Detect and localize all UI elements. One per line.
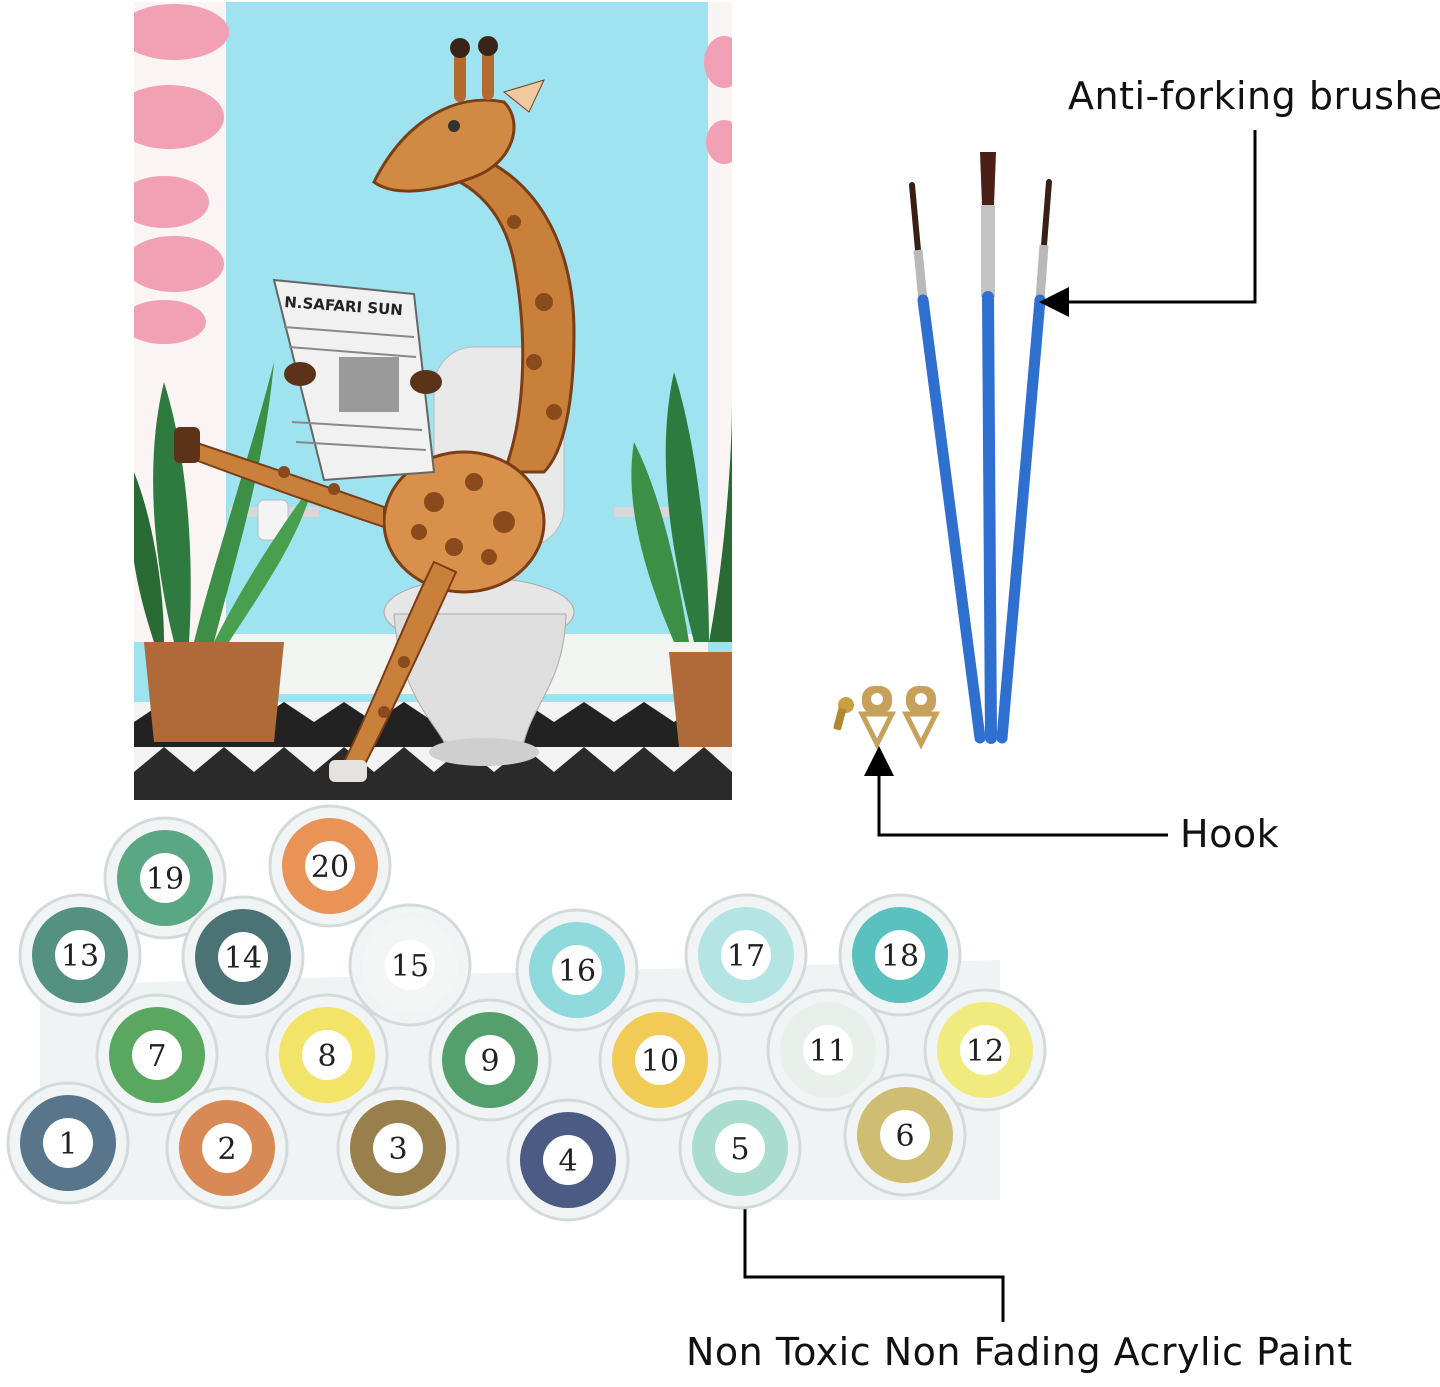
pot-number-sticker — [543, 1135, 593, 1185]
hook-label: Hook — [1180, 812, 1280, 856]
giraffe — [174, 36, 576, 782]
pot-number: 4 — [558, 1144, 577, 1179]
brushes-label: Anti-forking brushes — [1068, 74, 1440, 118]
giraffe-painting: N.SAFARI SUN — [134, 2, 732, 800]
hook-icon — [857, 686, 897, 750]
pot-number-sticker — [385, 940, 435, 990]
pot-number-sticker — [373, 1123, 423, 1173]
paint-pot-9: 9 — [428, 998, 552, 1122]
paint-pot-5: 5 — [678, 1086, 802, 1210]
newspaper: N.SAFARI SUN — [272, 278, 442, 482]
hook-icon — [901, 686, 941, 750]
pot-number: 12 — [966, 1034, 1004, 1069]
pot-number-sticker — [875, 930, 925, 980]
pot-number: 16 — [558, 954, 596, 989]
pink-leaf-pattern — [134, 4, 732, 344]
pot-number-sticker — [132, 1030, 182, 1080]
pot-number-sticker — [960, 1025, 1010, 1075]
brush-tip — [1041, 179, 1052, 248]
pot-number-sticker — [302, 1030, 352, 1080]
paint-label: Non Toxic Non Fading Acrylic Paint — [686, 1330, 1353, 1374]
paint-pot-7: 7 — [95, 993, 219, 1117]
paint-pot-15: 15 — [348, 903, 472, 1027]
pot-number: 5 — [730, 1132, 749, 1167]
pot-number: 11 — [809, 1034, 847, 1069]
paint-pot-2: 2 — [165, 1086, 289, 1210]
pot-number-sticker — [803, 1025, 853, 1075]
brush-tip — [909, 182, 921, 253]
brush-handle — [917, 294, 986, 744]
paint-pot-12: 12 — [923, 988, 1047, 1112]
pot-number-sticker — [305, 841, 355, 891]
paint-pot-3: 3 — [336, 1086, 460, 1210]
brush-round-left — [909, 182, 986, 744]
paint-pot-10: 10 — [598, 998, 722, 1122]
brush-ferrule — [981, 205, 995, 297]
paint-pointer — [730, 1144, 1005, 1322]
left-basket — [144, 642, 284, 742]
pot-number: 14 — [224, 941, 262, 976]
brush-handle — [982, 291, 997, 744]
pot-number: 8 — [317, 1039, 336, 1074]
paint-pot-19: 19 — [103, 816, 227, 940]
giraffe-painting-art: N.SAFARI SUN — [134, 2, 732, 800]
pot-number-sticker — [140, 853, 190, 903]
pot-number-sticker — [635, 1035, 685, 1085]
pot-number-sticker — [465, 1035, 515, 1085]
paint-pot-8: 8 — [265, 993, 389, 1117]
pot-number-sticker — [880, 1110, 930, 1160]
brushes-pointer — [1039, 130, 1257, 317]
pot-number-sticker — [721, 930, 771, 980]
pot-number: 15 — [391, 949, 429, 984]
brush-ferrule — [913, 249, 928, 301]
pot-number-sticker — [715, 1123, 765, 1173]
pot-number: 10 — [641, 1044, 679, 1079]
pot-number: 13 — [61, 939, 99, 974]
paint-pot-16: 16 — [515, 908, 639, 1032]
pot-number-sticker — [552, 945, 602, 995]
brush-handle — [996, 294, 1046, 744]
hook-pointer — [864, 746, 1168, 837]
right-basket — [669, 652, 732, 747]
brush-flat-middle — [980, 152, 997, 744]
paint-pot-18: 18 — [838, 893, 962, 1017]
pot-number: 3 — [388, 1132, 407, 1167]
pot-number: 9 — [480, 1044, 499, 1079]
leader-lines — [730, 130, 1257, 1322]
brush-tip — [980, 152, 996, 205]
pot-number-sticker — [218, 932, 268, 982]
right-plant — [631, 372, 732, 747]
paint-pot-4: 4 — [506, 1098, 630, 1222]
pot-number: 1 — [58, 1127, 77, 1162]
pot-number: 6 — [895, 1119, 914, 1154]
paint-pot-1: 1 — [6, 1081, 130, 1205]
paint-pot-14: 14 — [181, 895, 305, 1019]
pot-number: 19 — [146, 862, 184, 897]
pot-number: 2 — [217, 1132, 236, 1167]
paint-pot-17: 17 — [684, 893, 808, 1017]
brush-ferrule — [1035, 244, 1049, 301]
pot-number: 7 — [147, 1039, 166, 1074]
paint-pot-11: 11 — [766, 988, 890, 1112]
paint-pot-20: 20 — [268, 804, 392, 928]
left-plant — [134, 362, 314, 742]
hanging-hooks — [833, 686, 941, 750]
pot-number-sticker — [43, 1118, 93, 1168]
pot-number: 20 — [311, 850, 349, 885]
screw-icon — [833, 697, 854, 731]
pot-number-sticker — [55, 930, 105, 980]
paint-pot-6: 6 — [843, 1073, 967, 1197]
paint-pot-13: 13 — [18, 893, 142, 1017]
pot-number: 17 — [727, 939, 765, 974]
pot-number-sticker — [202, 1123, 252, 1173]
pot-number: 18 — [881, 939, 919, 974]
brush-round-right — [996, 179, 1052, 744]
